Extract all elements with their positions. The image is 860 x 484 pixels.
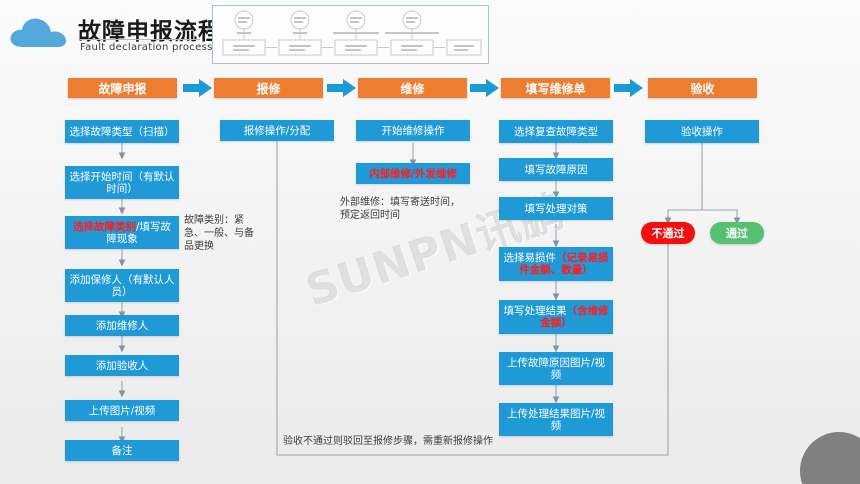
footer-note: 验收不通过则驳回至报修步骤，需重新报修操作	[283, 436, 493, 447]
page-subtitle: Fault declaration process	[80, 42, 213, 53]
stage-header-repair[interactable]: 维修	[358, 78, 467, 98]
arrow-right-icon-3	[470, 79, 499, 97]
stage-header-accept[interactable]: 验收	[648, 78, 757, 98]
step-upload-fault-reason-media[interactable]: 上传故障原因图片/视频	[499, 352, 613, 385]
step-select-fault-category[interactable]: 选择故障类别/填写故障现象	[65, 216, 179, 249]
arrow-right-icon-1	[183, 79, 212, 97]
step-fill-fault-reason[interactable]: 填写故障原因	[499, 158, 613, 181]
step-select-fault-category-red: 选择故障类别	[72, 220, 136, 233]
step-fill-result-red: （含维修金额）	[540, 305, 609, 329]
title-divider	[78, 39, 200, 40]
step-add-warranty-person[interactable]: 添加保修人（有默认人员）	[65, 269, 179, 302]
step-remark[interactable]: 备注	[65, 440, 179, 461]
process-thumbnail-diagram	[212, 5, 489, 64]
note-external-repair: 外部维修：填写寄送时间，预定返回时间	[340, 197, 460, 221]
step-select-wear-parts-red: （记录易损件金额、数量）	[519, 252, 609, 276]
result-fail[interactable]: 不通过	[641, 222, 695, 244]
step-internal-external-repair[interactable]: 内部维修/外发维修	[356, 163, 470, 184]
step-report-dispatch[interactable]: 报修操作/分配	[220, 120, 334, 141]
step-select-wear-parts[interactable]: 选择易损件（记录易损件金额、数量）	[499, 247, 613, 281]
result-pass[interactable]: 通过	[710, 222, 764, 244]
step-add-acceptor[interactable]: 添加验收人	[65, 355, 179, 376]
stage-header-declare[interactable]: 故障申报	[68, 78, 177, 98]
step-start-repair[interactable]: 开始维修操作	[356, 120, 470, 141]
step-acceptance-operation[interactable]: 验收操作	[645, 120, 759, 143]
arrow-right-icon-2	[327, 79, 356, 97]
step-fill-result-amount[interactable]: 填写处理结果（含维修金额）	[499, 300, 613, 334]
step-upload-media[interactable]: 上传图片/视频	[65, 400, 179, 421]
step-select-recheck-type[interactable]: 选择复查故障类型	[499, 120, 613, 143]
cloud-icon	[10, 18, 67, 47]
step-select-fault-category-rest: /填写故障现象	[106, 220, 172, 245]
step-add-repair-person[interactable]: 添加维修人	[65, 315, 179, 336]
decorative-corner-circle	[800, 432, 860, 484]
step-select-start-time[interactable]: 选择开始时间（有默认时间）	[65, 166, 179, 199]
page-title: 故障申报流程	[78, 19, 222, 45]
step-fill-result-main: 填写处理结果	[503, 305, 567, 317]
step-fill-countermeasure[interactable]: 填写处理对策	[499, 197, 613, 220]
note-fault-category: 故障类别：紧急、一般、与备品更换	[184, 215, 254, 252]
step-select-fault-type[interactable]: 选择故障类型（扫描）	[65, 120, 179, 143]
stage-header-form[interactable]: 填写维修单	[501, 78, 610, 98]
step-select-wear-parts-main: 选择易损件	[503, 252, 557, 264]
stage-header-report[interactable]: 报修	[214, 78, 323, 98]
step-upload-result-media[interactable]: 上传处理结果图片/视频	[499, 403, 613, 436]
arrow-right-icon-4	[614, 79, 643, 97]
